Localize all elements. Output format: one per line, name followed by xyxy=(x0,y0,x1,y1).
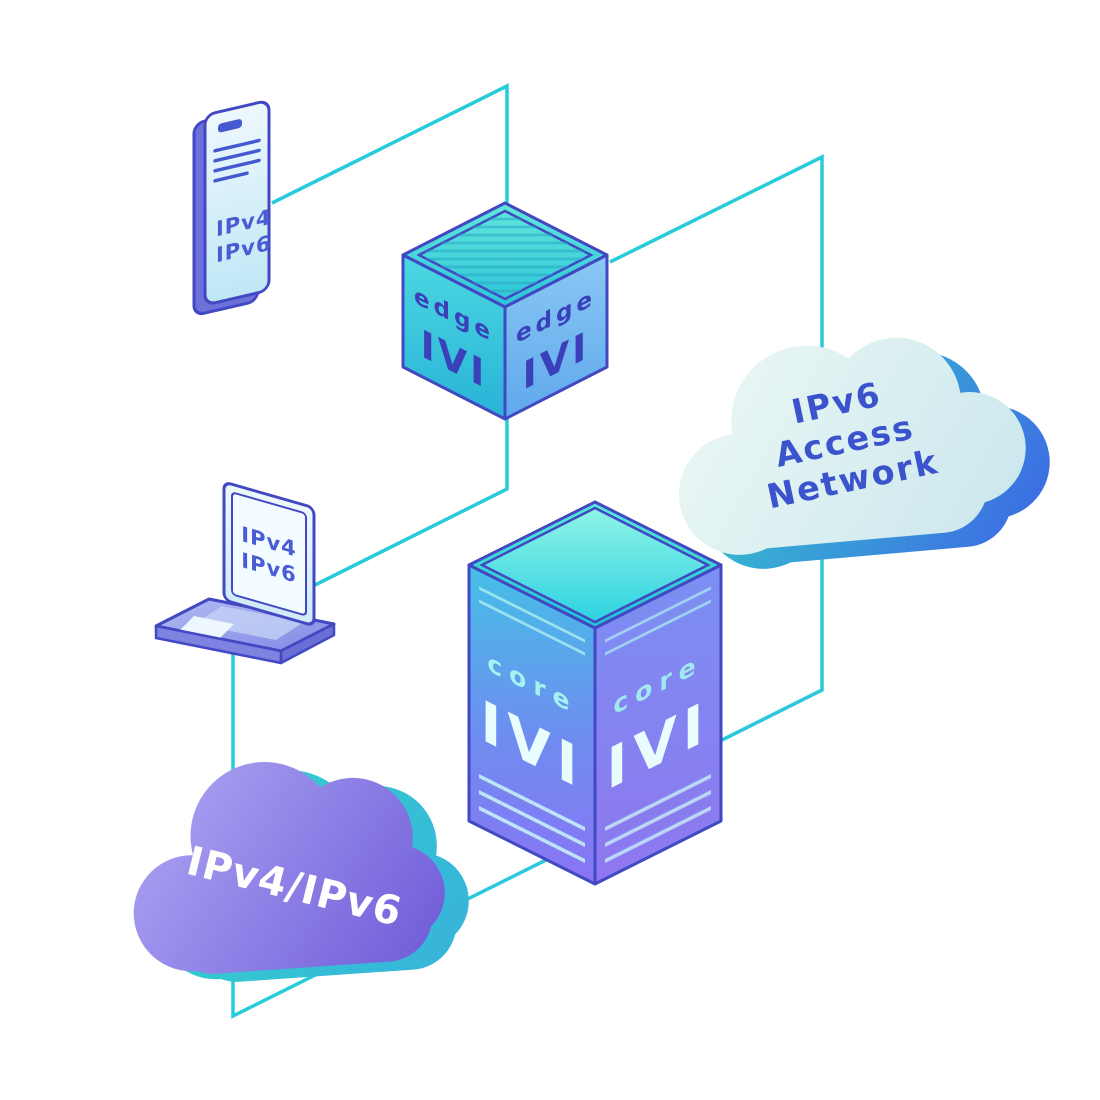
core-left-bottom-vents xyxy=(479,774,585,863)
cube-top-inner-border xyxy=(416,209,594,301)
core-right-top-vents xyxy=(605,586,711,656)
core-left-top-vents xyxy=(479,586,585,656)
cloud-front-layer: IPv4/IPv6 xyxy=(133,761,445,974)
core-router-tower: core IVI core IVI xyxy=(467,500,723,886)
cube-right-face xyxy=(503,253,609,421)
phone-screen xyxy=(203,100,271,305)
laptop-keyboard-area xyxy=(194,606,304,640)
edge-router-cube: edge IVI edge IVI xyxy=(401,201,609,421)
smartphone: IPv4 IPv6 xyxy=(192,100,271,316)
laptop-side-lip xyxy=(279,622,336,665)
connection-line-edge-laptop xyxy=(314,418,509,587)
ipv4-ipv6-cloud: IPv4/IPv6 xyxy=(133,761,469,982)
core-right-bottom-vents xyxy=(605,774,711,863)
ipv6-access-cloud: IPv6 Access Network xyxy=(678,337,1050,569)
cloud-front-layer: IPv6 Access Network xyxy=(678,337,1026,555)
laptop-screen-inner xyxy=(231,492,307,616)
core-top-inner xyxy=(479,506,711,624)
connection-line-phone-edge xyxy=(271,83,509,205)
phone-notch xyxy=(218,119,242,133)
phone-screen-content-lines xyxy=(213,138,261,183)
laptop: IPv4 IPv6 xyxy=(154,482,336,665)
